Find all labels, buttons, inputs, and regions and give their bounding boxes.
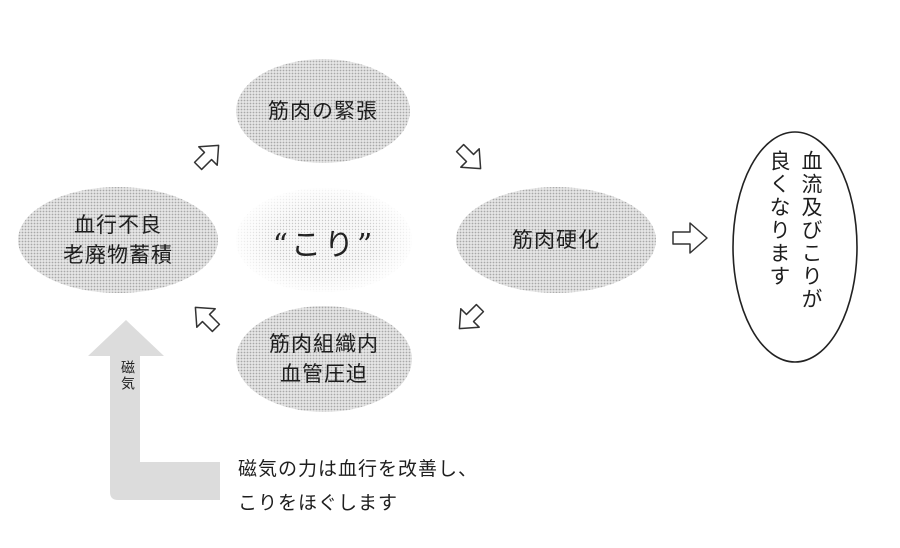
result-arrow	[672, 222, 708, 254]
node-vessel-compression	[236, 306, 412, 412]
cycle-arrow-bottom-to-left	[194, 306, 221, 333]
cycle-arrow-left-to-top	[193, 144, 220, 171]
cycle-arrow-right-to-bottom	[458, 303, 485, 330]
result-text-line2: 良くなります	[767, 150, 791, 288]
node-muscle-tension	[236, 59, 410, 163]
result-text-line1: 血流及びこりが	[799, 150, 823, 311]
node-poor-circulation-label: 血行不良 老廃物蓄積	[18, 210, 218, 270]
node-poor-circulation-line2: 老廃物蓄積	[63, 243, 173, 267]
node-poor-circulation-line1: 血行不良	[74, 213, 162, 237]
magnet-arrow-label: 磁気	[119, 360, 135, 392]
node-poor-circulation	[18, 187, 218, 293]
center-fade	[236, 188, 412, 292]
node-muscle-hardening-label: 筋肉硬化	[512, 228, 600, 252]
magnet-caption: 磁気の力は血行を改善し、 こりをほぐします	[238, 452, 558, 520]
magnet-arrow	[88, 320, 220, 500]
cycle-arrow-top-to-right	[455, 143, 482, 170]
node-vessel-compression-line1: 筋肉組織内	[269, 332, 379, 356]
node-muscle-hardening	[456, 187, 656, 293]
magnet-caption-line2: こりをほぐします	[238, 492, 399, 514]
center-stiffness-label: “こり”	[272, 228, 376, 263]
node-muscle-tension-label: 筋肉の緊張	[268, 99, 378, 123]
magnet-caption-line1: 磁気の力は血行を改善し、	[238, 458, 479, 480]
node-vessel-compression-label: 筋肉組織内 血管圧迫	[236, 329, 412, 389]
node-vessel-compression-line2: 血管圧迫	[280, 362, 368, 386]
result-ellipse	[732, 131, 858, 363]
